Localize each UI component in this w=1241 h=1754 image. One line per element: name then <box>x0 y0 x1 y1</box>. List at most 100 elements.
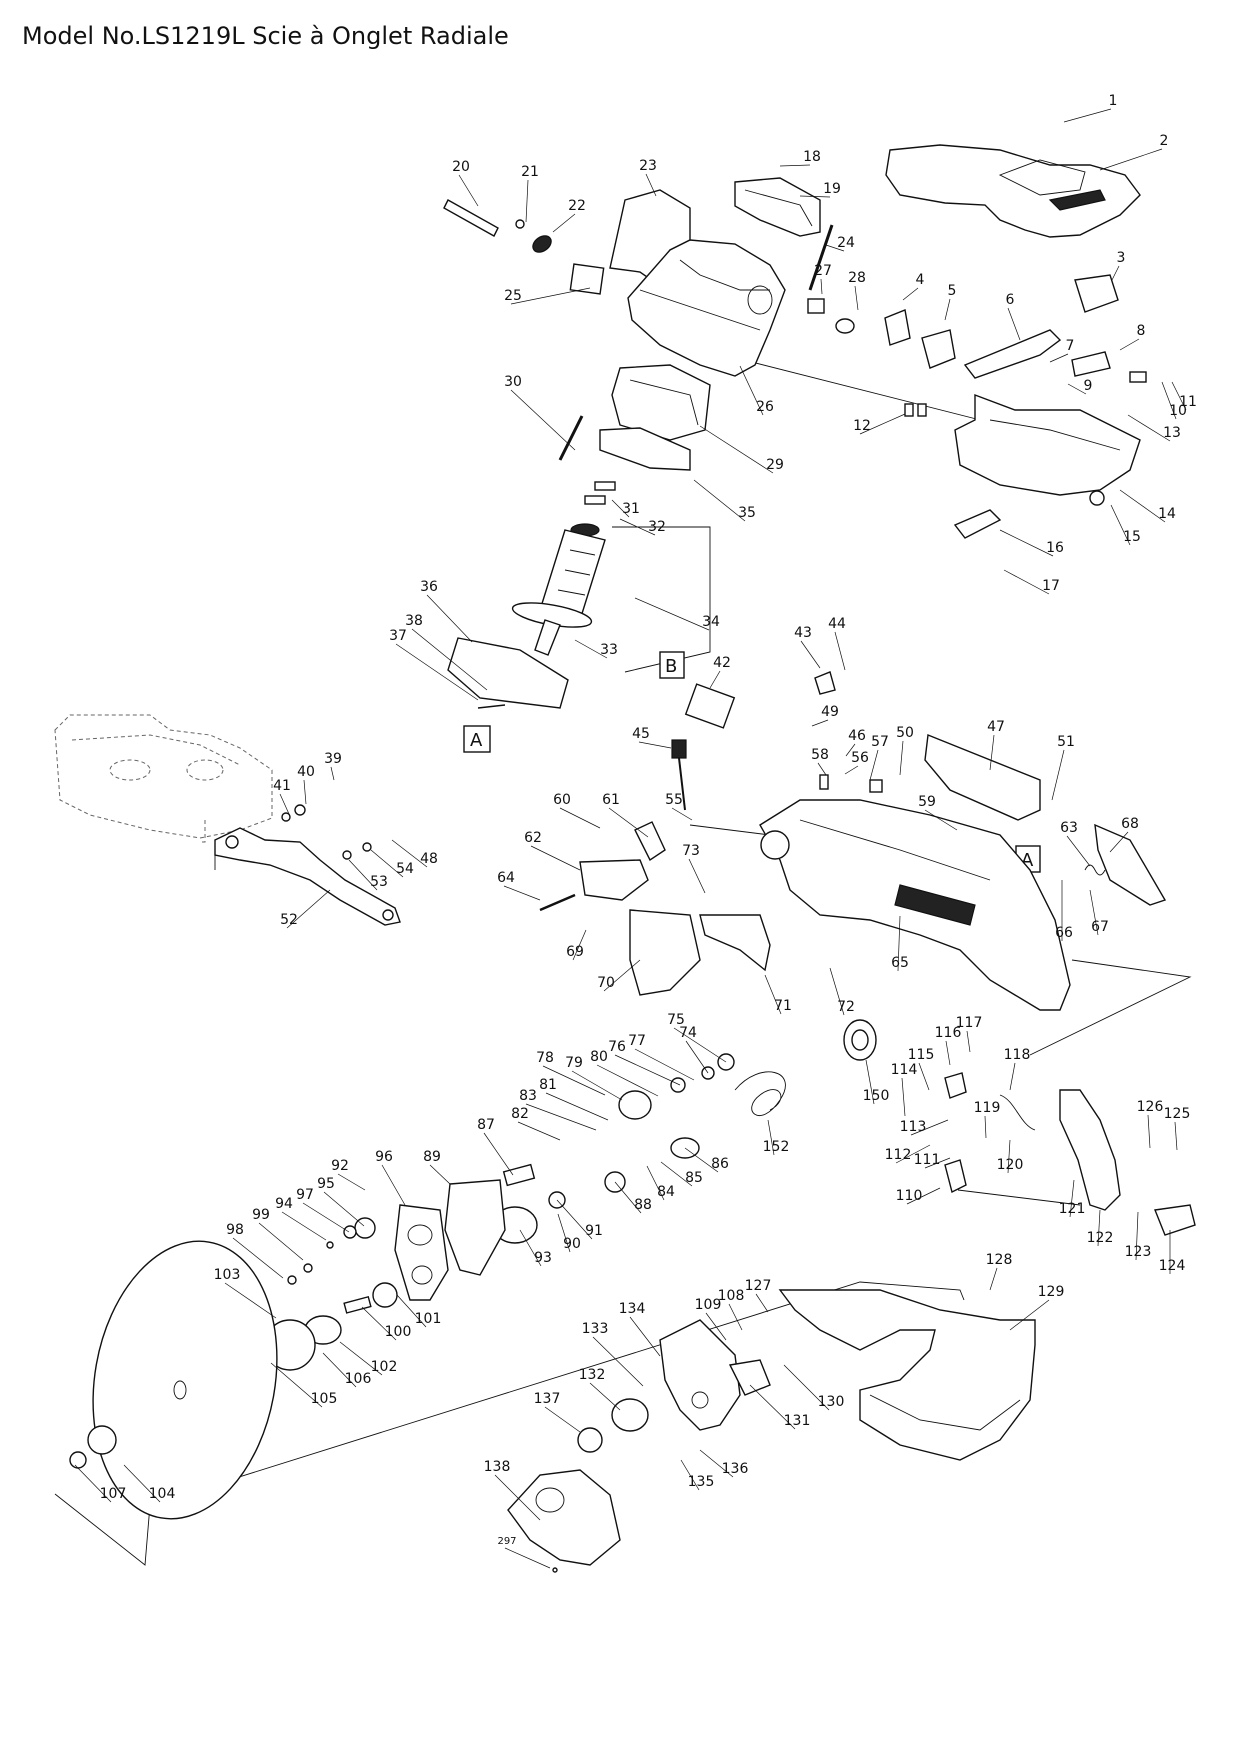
part-number-label: 111 <box>914 1152 941 1168</box>
callout-118: 118 <box>1004 1047 1030 1091</box>
callout-55: 55 <box>665 792 693 821</box>
leader-line <box>1051 749 1065 801</box>
callout-129: 129 <box>1009 1284 1064 1331</box>
callout-5: 5 <box>944 283 956 321</box>
part-number-label: 131 <box>784 1413 811 1429</box>
part-number-label: 37 <box>389 628 407 644</box>
callout-31: 31 <box>611 499 640 518</box>
part-number-label: 138 <box>484 1459 511 1475</box>
leader-line <box>859 413 906 435</box>
part-32-brush <box>584 495 606 505</box>
callout-12: 12 <box>853 413 906 435</box>
part-number-label: 103 <box>214 1267 241 1283</box>
callout-76: 76 <box>608 1039 681 1086</box>
leader-line <box>348 859 378 891</box>
leader-line <box>685 1040 709 1074</box>
leader-line <box>559 807 601 829</box>
part-number-label: 13 <box>1163 425 1181 441</box>
part-number-label: 107 <box>100 1486 127 1502</box>
leader-line <box>1119 338 1140 351</box>
part-number-label: 76 <box>608 1039 626 1055</box>
part-number-label: 72 <box>837 999 855 1015</box>
part-number-label: 61 <box>602 792 620 808</box>
part-number-label: 106 <box>345 1371 372 1387</box>
part-37-ring <box>477 704 506 709</box>
leader-line <box>281 1211 327 1241</box>
part-number-label: 102 <box>371 1359 398 1375</box>
callout-133: 133 <box>582 1321 644 1387</box>
part-number-label: 40 <box>297 764 315 780</box>
leader-line <box>869 749 879 781</box>
callout-4: 4 <box>902 272 925 301</box>
callout-95: 95 <box>317 1176 365 1227</box>
callout-15: 15 <box>1110 504 1141 546</box>
part-number-label: 39 <box>324 751 342 767</box>
callout-72: 72 <box>829 967 855 1016</box>
part-number-label: 1 <box>1109 93 1118 109</box>
part-35-brush-holder <box>599 427 691 471</box>
part-5-switch-cover <box>921 329 956 369</box>
leader-line <box>504 1547 551 1569</box>
part-number-label: 297 <box>497 1536 516 1547</box>
part-number-label: 133 <box>582 1321 609 1337</box>
leader-line <box>728 1303 743 1331</box>
callout-6: 6 <box>1006 292 1021 341</box>
part-3-switch-block <box>1074 274 1119 313</box>
callout-26: 26 <box>739 365 774 416</box>
callout-56: 56 <box>844 750 869 775</box>
callout-18: 18 <box>779 149 821 167</box>
callout-122: 122 <box>1087 1209 1113 1247</box>
callout-112: 112 <box>885 1144 931 1164</box>
part-number-label: 94 <box>275 1196 293 1212</box>
callout-99: 99 <box>252 1207 304 1261</box>
callout-92: 92 <box>331 1158 366 1191</box>
callout-125: 125 <box>1164 1106 1190 1151</box>
part-number-label: 48 <box>420 851 438 867</box>
leader-line <box>945 1040 951 1066</box>
callout-105: 105 <box>270 1362 337 1408</box>
part-number-label: 73 <box>682 843 700 859</box>
part-number-label: 101 <box>415 1311 442 1327</box>
ref-box-b: B <box>659 651 685 679</box>
ref-letter-b: B <box>665 656 677 677</box>
part-138-lower-guard <box>507 1469 621 1566</box>
part-58-bushing <box>819 774 829 790</box>
leader-line <box>574 639 608 659</box>
leader-line <box>589 1382 621 1411</box>
part-number-label: 120 <box>997 1157 1024 1173</box>
callout-34: 34 <box>634 597 720 631</box>
callout-46: 46 <box>845 728 866 757</box>
leader-line <box>483 1132 514 1176</box>
callout-10: 10 <box>1161 381 1187 420</box>
leader-line <box>705 1312 727 1341</box>
part-16-plate <box>953 509 1002 539</box>
part-number-label: 71 <box>774 998 792 1014</box>
part-71-plate <box>699 914 771 972</box>
part-number-label: 126 <box>1137 1099 1164 1115</box>
part-number-label: 49 <box>821 704 839 720</box>
part-number-label: 33 <box>600 642 618 658</box>
part-number-label: 108 <box>718 1288 745 1304</box>
leader-line <box>429 1164 451 1185</box>
leader-line <box>572 929 587 961</box>
leader-line <box>999 529 1054 557</box>
callout-28: 28 <box>848 270 866 311</box>
leader-line <box>895 1144 931 1164</box>
part-number-label: 132 <box>579 1367 606 1383</box>
part-number-label: 62 <box>524 830 542 846</box>
part-101-bearing <box>372 1282 398 1308</box>
leader-line <box>1009 1062 1016 1091</box>
part-27-bushing <box>807 298 825 314</box>
part-number-label: 45 <box>632 726 650 742</box>
part-12-clips <box>904 403 927 417</box>
part-number-label: 51 <box>1057 734 1075 750</box>
part-number-label: 17 <box>1042 578 1060 594</box>
leader-line <box>680 1459 700 1491</box>
callout-131: 131 <box>749 1384 811 1430</box>
part-number-label: 68 <box>1121 816 1139 832</box>
callout-114: 114 <box>891 1062 917 1117</box>
part-8-switch <box>1071 351 1111 377</box>
callout-69: 69 <box>566 929 587 961</box>
callout-35: 35 <box>693 479 756 522</box>
